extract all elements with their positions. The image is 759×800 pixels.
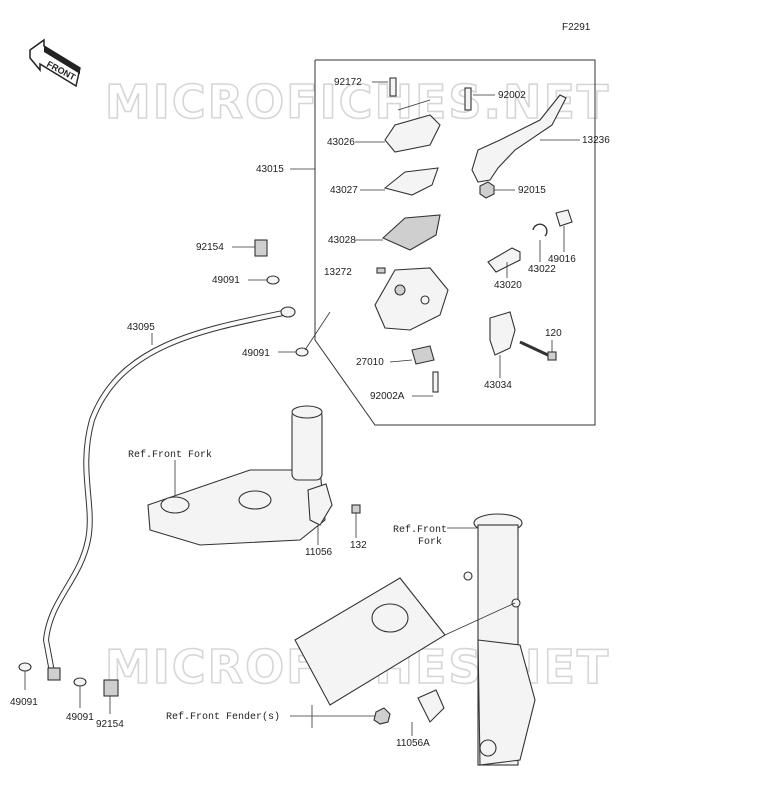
- label-43026: 43026: [327, 137, 355, 148]
- label-43015: 43015: [256, 164, 284, 175]
- bolt-120: [519, 340, 557, 361]
- screw-92002A: [412, 371, 439, 397]
- brake-hose-43095: [42, 306, 296, 673]
- banjo-bolt-92154-bottom: [103, 679, 119, 714]
- label-43020: 43020: [494, 280, 522, 291]
- washer-49091-bottom-left: [18, 662, 32, 690]
- label-43022: 43022: [528, 264, 556, 275]
- leader-hose-master: [304, 311, 331, 351]
- label-43027: 43027: [330, 185, 358, 196]
- clip-11056A: [373, 689, 445, 736]
- bolt-132: [351, 504, 361, 538]
- pin-92002: [464, 87, 495, 111]
- label-ref-front-fork-2-line2: Fork: [418, 536, 442, 548]
- label-92154-bottom: 92154: [96, 719, 124, 730]
- screw-13272: [376, 267, 386, 274]
- nut-92015: [479, 181, 515, 199]
- front-fender: [294, 577, 516, 706]
- leader-fender: [290, 705, 378, 728]
- washer-49091-top: [248, 275, 280, 285]
- label-ref-front-fork-2-line1: Ref.Front: [393, 524, 447, 536]
- plate-43027: [360, 167, 439, 196]
- washer-49091-bottom-right: [73, 677, 87, 708]
- washer-49091-mid: [278, 347, 309, 357]
- label-43034: 43034: [484, 380, 512, 391]
- cap-43026: [355, 99, 441, 153]
- label-49091-mid: 49091: [242, 348, 270, 359]
- front-fork-tube: [463, 513, 536, 766]
- label-92002A: 92002A: [370, 391, 405, 402]
- label-49091-bottom-left: 49091: [10, 697, 38, 708]
- banjo-bolt-92154-top: [232, 239, 268, 257]
- label-92172: 92172: [334, 77, 362, 88]
- watermark-top: MICROFICHES.NET: [105, 75, 610, 129]
- label-92154-top: 92154: [196, 242, 224, 253]
- label-49091-bottom-right: 49091: [66, 712, 94, 723]
- label-ref-front-fork-1: Ref.Front Fork: [128, 449, 212, 461]
- front-arrow-icon: FRONT: [29, 38, 81, 88]
- label-13272: 13272: [324, 267, 352, 278]
- master-cylinder-box: [314, 59, 596, 426]
- fork-bracket: [147, 405, 326, 546]
- label-49091-top: 49091: [212, 275, 240, 286]
- label-92015: 92015: [518, 185, 546, 196]
- clamp-43034: [489, 311, 516, 378]
- label-11056: 11056: [305, 547, 333, 558]
- label-120: 120: [545, 328, 562, 339]
- label-49016: 49016: [548, 254, 576, 265]
- screw-92172: [372, 77, 397, 97]
- diaphragm-43028: [355, 214, 441, 251]
- label-13236: 13236: [582, 135, 610, 146]
- diagram-code: F2291: [562, 22, 591, 33]
- boot-49016: [555, 209, 573, 252]
- switch-27010: [389, 345, 435, 365]
- clip-11056: [307, 483, 333, 545]
- label-43095: 43095: [127, 322, 155, 333]
- banjo-fitting-bottom: [47, 667, 61, 681]
- master-cylinder-body: [374, 267, 449, 331]
- circlip-43022: [532, 223, 548, 262]
- label-43028: 43028: [328, 235, 356, 246]
- label-11056A: 11056A: [396, 738, 430, 749]
- lever-13236: [471, 94, 580, 183]
- label-132: 132: [350, 540, 367, 551]
- label-92002: 92002: [498, 90, 526, 101]
- piston-43020: [487, 247, 521, 278]
- label-27010: 27010: [356, 357, 384, 368]
- label-ref-front-fender: Ref.Front Fender(s): [166, 711, 280, 723]
